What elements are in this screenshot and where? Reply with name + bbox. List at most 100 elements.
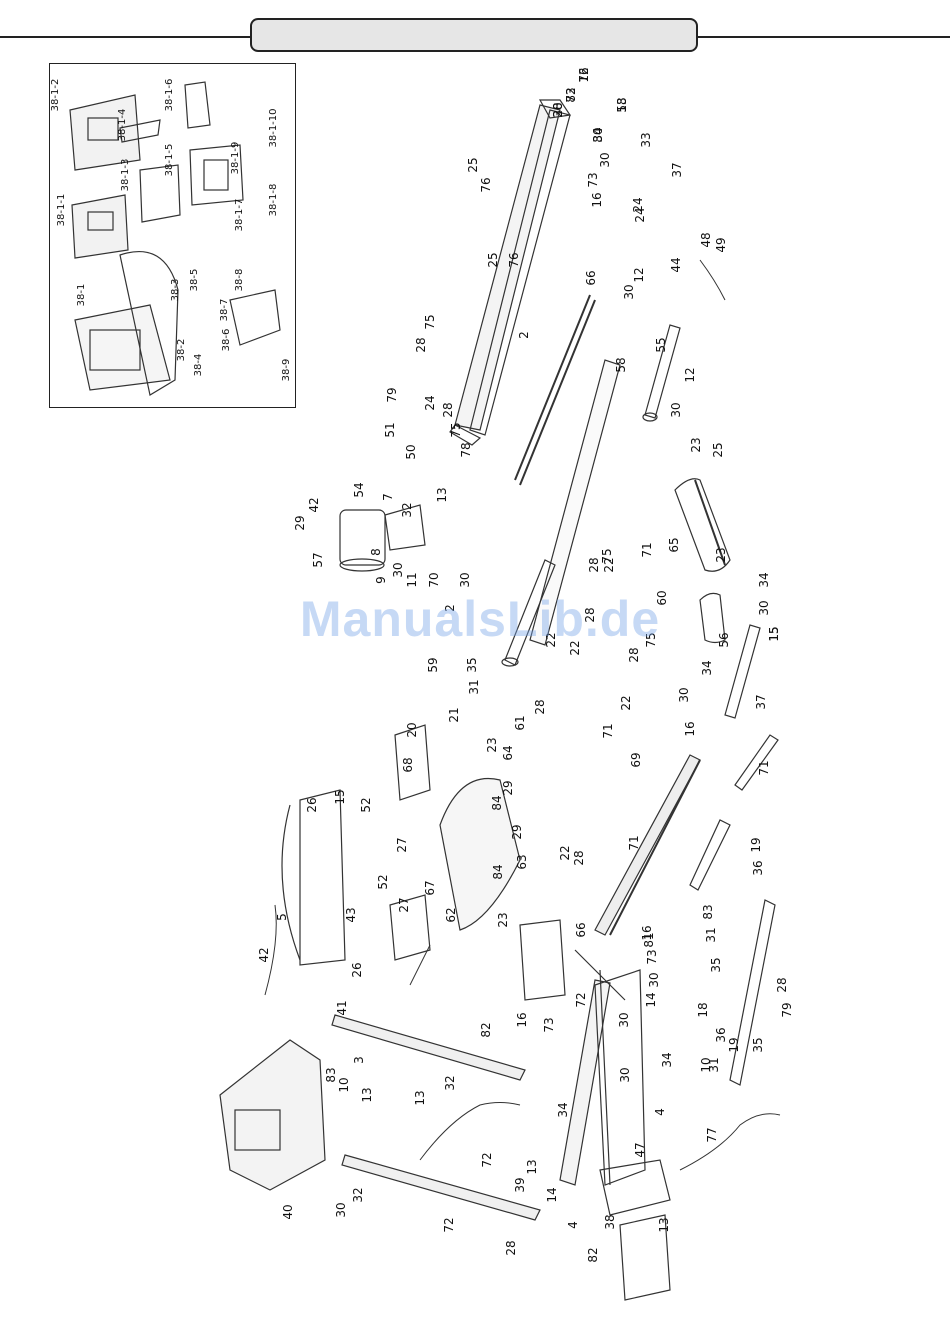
- part-number-label: 14: [545, 1187, 559, 1202]
- part-number-label: 81: [642, 932, 656, 947]
- part-number-label: 60: [655, 590, 669, 605]
- part-number-label: 34: [591, 127, 605, 142]
- part-number-label: 24: [631, 197, 645, 212]
- part-number-label: 23: [714, 547, 728, 562]
- part-number-label: 54: [352, 482, 366, 497]
- part-number-label: 49: [714, 237, 728, 252]
- inset-part-label: 38-1-4: [117, 109, 128, 142]
- part-number-label: 77: [705, 1127, 719, 1142]
- part-number-label: 32: [400, 502, 414, 517]
- part-number-label: 29: [510, 824, 524, 839]
- part-number-label: 2: [517, 331, 531, 339]
- inset-part-label: 38-9: [281, 359, 292, 382]
- part-number-label: 76: [479, 177, 493, 192]
- cables-drawing: [264, 259, 781, 1171]
- part-number-label: 15: [767, 626, 781, 641]
- part-number-label: 38: [603, 1214, 617, 1229]
- part-number-label: 13: [657, 1217, 671, 1232]
- part-number-label: 23: [496, 912, 510, 927]
- inset-part-label: 38-8: [234, 269, 245, 292]
- inset-part-label: 38-1-1: [56, 194, 67, 227]
- inset-part-label: 38-7: [219, 299, 230, 322]
- part-number-label: 75: [600, 548, 614, 563]
- part-number-label: 37: [754, 694, 768, 709]
- part-number-label: 20: [405, 722, 419, 737]
- part-number-label: 27: [397, 897, 411, 912]
- part-number-label: 56: [717, 632, 731, 647]
- header-rule-right: [698, 36, 950, 38]
- part-number-label: 42: [257, 947, 271, 962]
- part-number-label: 30: [617, 1012, 631, 1027]
- part-number-label: 42: [307, 497, 321, 512]
- part-number-label: 30: [669, 402, 683, 417]
- part-number-label: 73: [645, 949, 659, 964]
- part-number-label: 28: [583, 607, 597, 622]
- part-number-label: 31: [467, 679, 481, 694]
- part-number-label: 65: [667, 537, 681, 552]
- part-number-label: 72: [577, 67, 591, 82]
- part-number-label: 72: [442, 1217, 456, 1232]
- part-number-label: 73: [586, 172, 600, 187]
- part-number-label: 53: [615, 97, 629, 112]
- part-number-label: 7: [381, 493, 395, 501]
- part-number-label: 19: [727, 1037, 741, 1052]
- part-number-label: 50: [404, 444, 418, 459]
- part-number-label: 30: [677, 687, 691, 702]
- part-number-label: 51: [383, 422, 397, 437]
- part-number-label: 82: [564, 87, 578, 102]
- part-number-label: 37: [670, 162, 684, 177]
- part-number-label: 73: [542, 1017, 556, 1032]
- part-number-label: 30: [647, 972, 661, 987]
- part-number-label: 13: [360, 1087, 374, 1102]
- part-number-label: 35: [709, 957, 723, 972]
- part-number-label: 24: [633, 207, 647, 222]
- part-number-label: 16: [515, 1012, 529, 1027]
- base-frame-drawing: [331, 949, 671, 1221]
- part-number-label: 22: [568, 640, 582, 655]
- inset-part-label: 38-4: [193, 354, 204, 377]
- inset-part-label: 38-1-7: [234, 199, 245, 232]
- part-number-label: 19: [749, 837, 763, 852]
- part-number-label: 83: [324, 1067, 338, 1082]
- part-number-label: 18: [696, 1002, 710, 1017]
- part-number-label: 79: [385, 387, 399, 402]
- part-number-label: 13: [435, 487, 449, 502]
- part-number-label: 61: [513, 715, 527, 730]
- part-number-label: 71: [627, 835, 641, 850]
- part-number-label: 30: [618, 1067, 632, 1082]
- inset-part-label: 38-3: [170, 279, 181, 302]
- part-number-label: 21: [447, 707, 461, 722]
- part-number-label: 23: [689, 437, 703, 452]
- part-number-label: 84: [491, 864, 505, 879]
- part-number-label: 41: [335, 1000, 349, 1015]
- part-number-label: 25: [486, 252, 500, 267]
- part-number-label: 31: [704, 927, 718, 942]
- part-number-label: 75: [644, 632, 658, 647]
- part-number-label: 63: [515, 854, 529, 869]
- part-number-label: 34: [660, 1052, 674, 1067]
- part-number-label: 10: [337, 1077, 351, 1092]
- part-number-label: 31: [707, 1057, 721, 1072]
- part-number-label: 30: [622, 284, 636, 299]
- motor-drawing: [339, 504, 426, 572]
- part-number-label: 16: [683, 721, 697, 736]
- part-number-label: 18: [615, 97, 629, 112]
- part-number-label: 72: [574, 992, 588, 1007]
- inset-part-label: 38-1-5: [164, 144, 175, 177]
- motor-hood-drawing: [674, 478, 731, 644]
- inset-part-label: 38-1-8: [268, 184, 279, 217]
- part-number-label: 25: [711, 442, 725, 457]
- part-number-label: 34: [757, 572, 771, 587]
- part-number-label: 34: [700, 660, 714, 675]
- part-number-label: 35: [751, 1037, 765, 1052]
- part-number-label: 12: [632, 267, 646, 282]
- part-number-label: 22: [558, 845, 572, 860]
- part-number-label: 78: [459, 442, 473, 457]
- part-number-label: 30: [391, 562, 405, 577]
- part-number-label: 12: [683, 367, 697, 382]
- part-number-label: 75: [423, 314, 437, 329]
- header-rule-left: [0, 36, 252, 38]
- part-number-label: 22: [602, 557, 616, 572]
- part-number-label: 28: [504, 1240, 518, 1255]
- part-number-label: 40: [281, 1204, 295, 1219]
